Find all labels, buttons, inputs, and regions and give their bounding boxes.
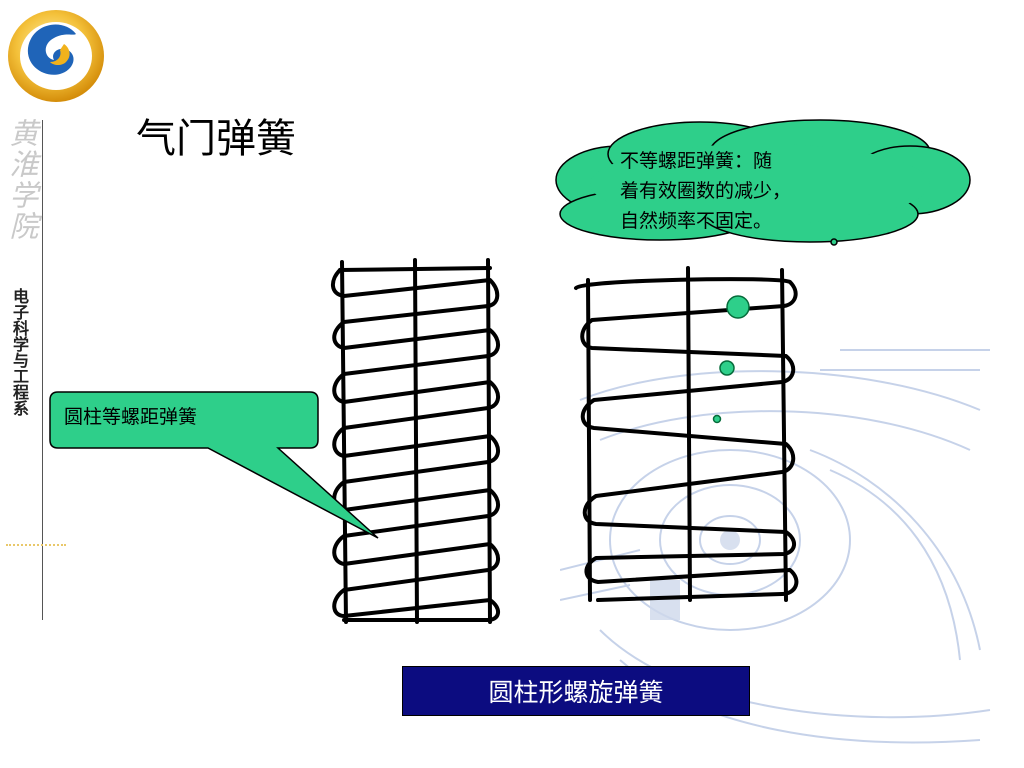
- school-name: 黄淮学院: [5, 118, 39, 242]
- left-callout-text: 圆柱等螺距弹簧: [64, 406, 198, 428]
- figure-caption: 圆柱形螺旋弹簧: [402, 666, 750, 716]
- cloud-line-1: 不等螺距弹簧：随: [620, 150, 773, 172]
- cloud-callout-shape: [555, 119, 971, 246]
- cloud-callout-text: 不等螺距弹簧：随 着有效圈数的减少， 自然频率不固定。: [620, 146, 890, 236]
- cloud-line-3: 自然频率不固定。: [620, 210, 773, 232]
- cloud-line-2: 着有效圈数的减少，: [620, 180, 792, 202]
- school-logo-icon: [8, 10, 104, 102]
- slide-title: 气门弹簧: [136, 116, 296, 162]
- dotted-divider: [6, 544, 66, 546]
- springs-figure: [331, 258, 799, 624]
- left-callout-shape: [49, 391, 379, 539]
- left-divider: [42, 120, 43, 620]
- department-name: 电子科学与工程系: [10, 288, 29, 416]
- background-engine-sketch: [560, 349, 991, 744]
